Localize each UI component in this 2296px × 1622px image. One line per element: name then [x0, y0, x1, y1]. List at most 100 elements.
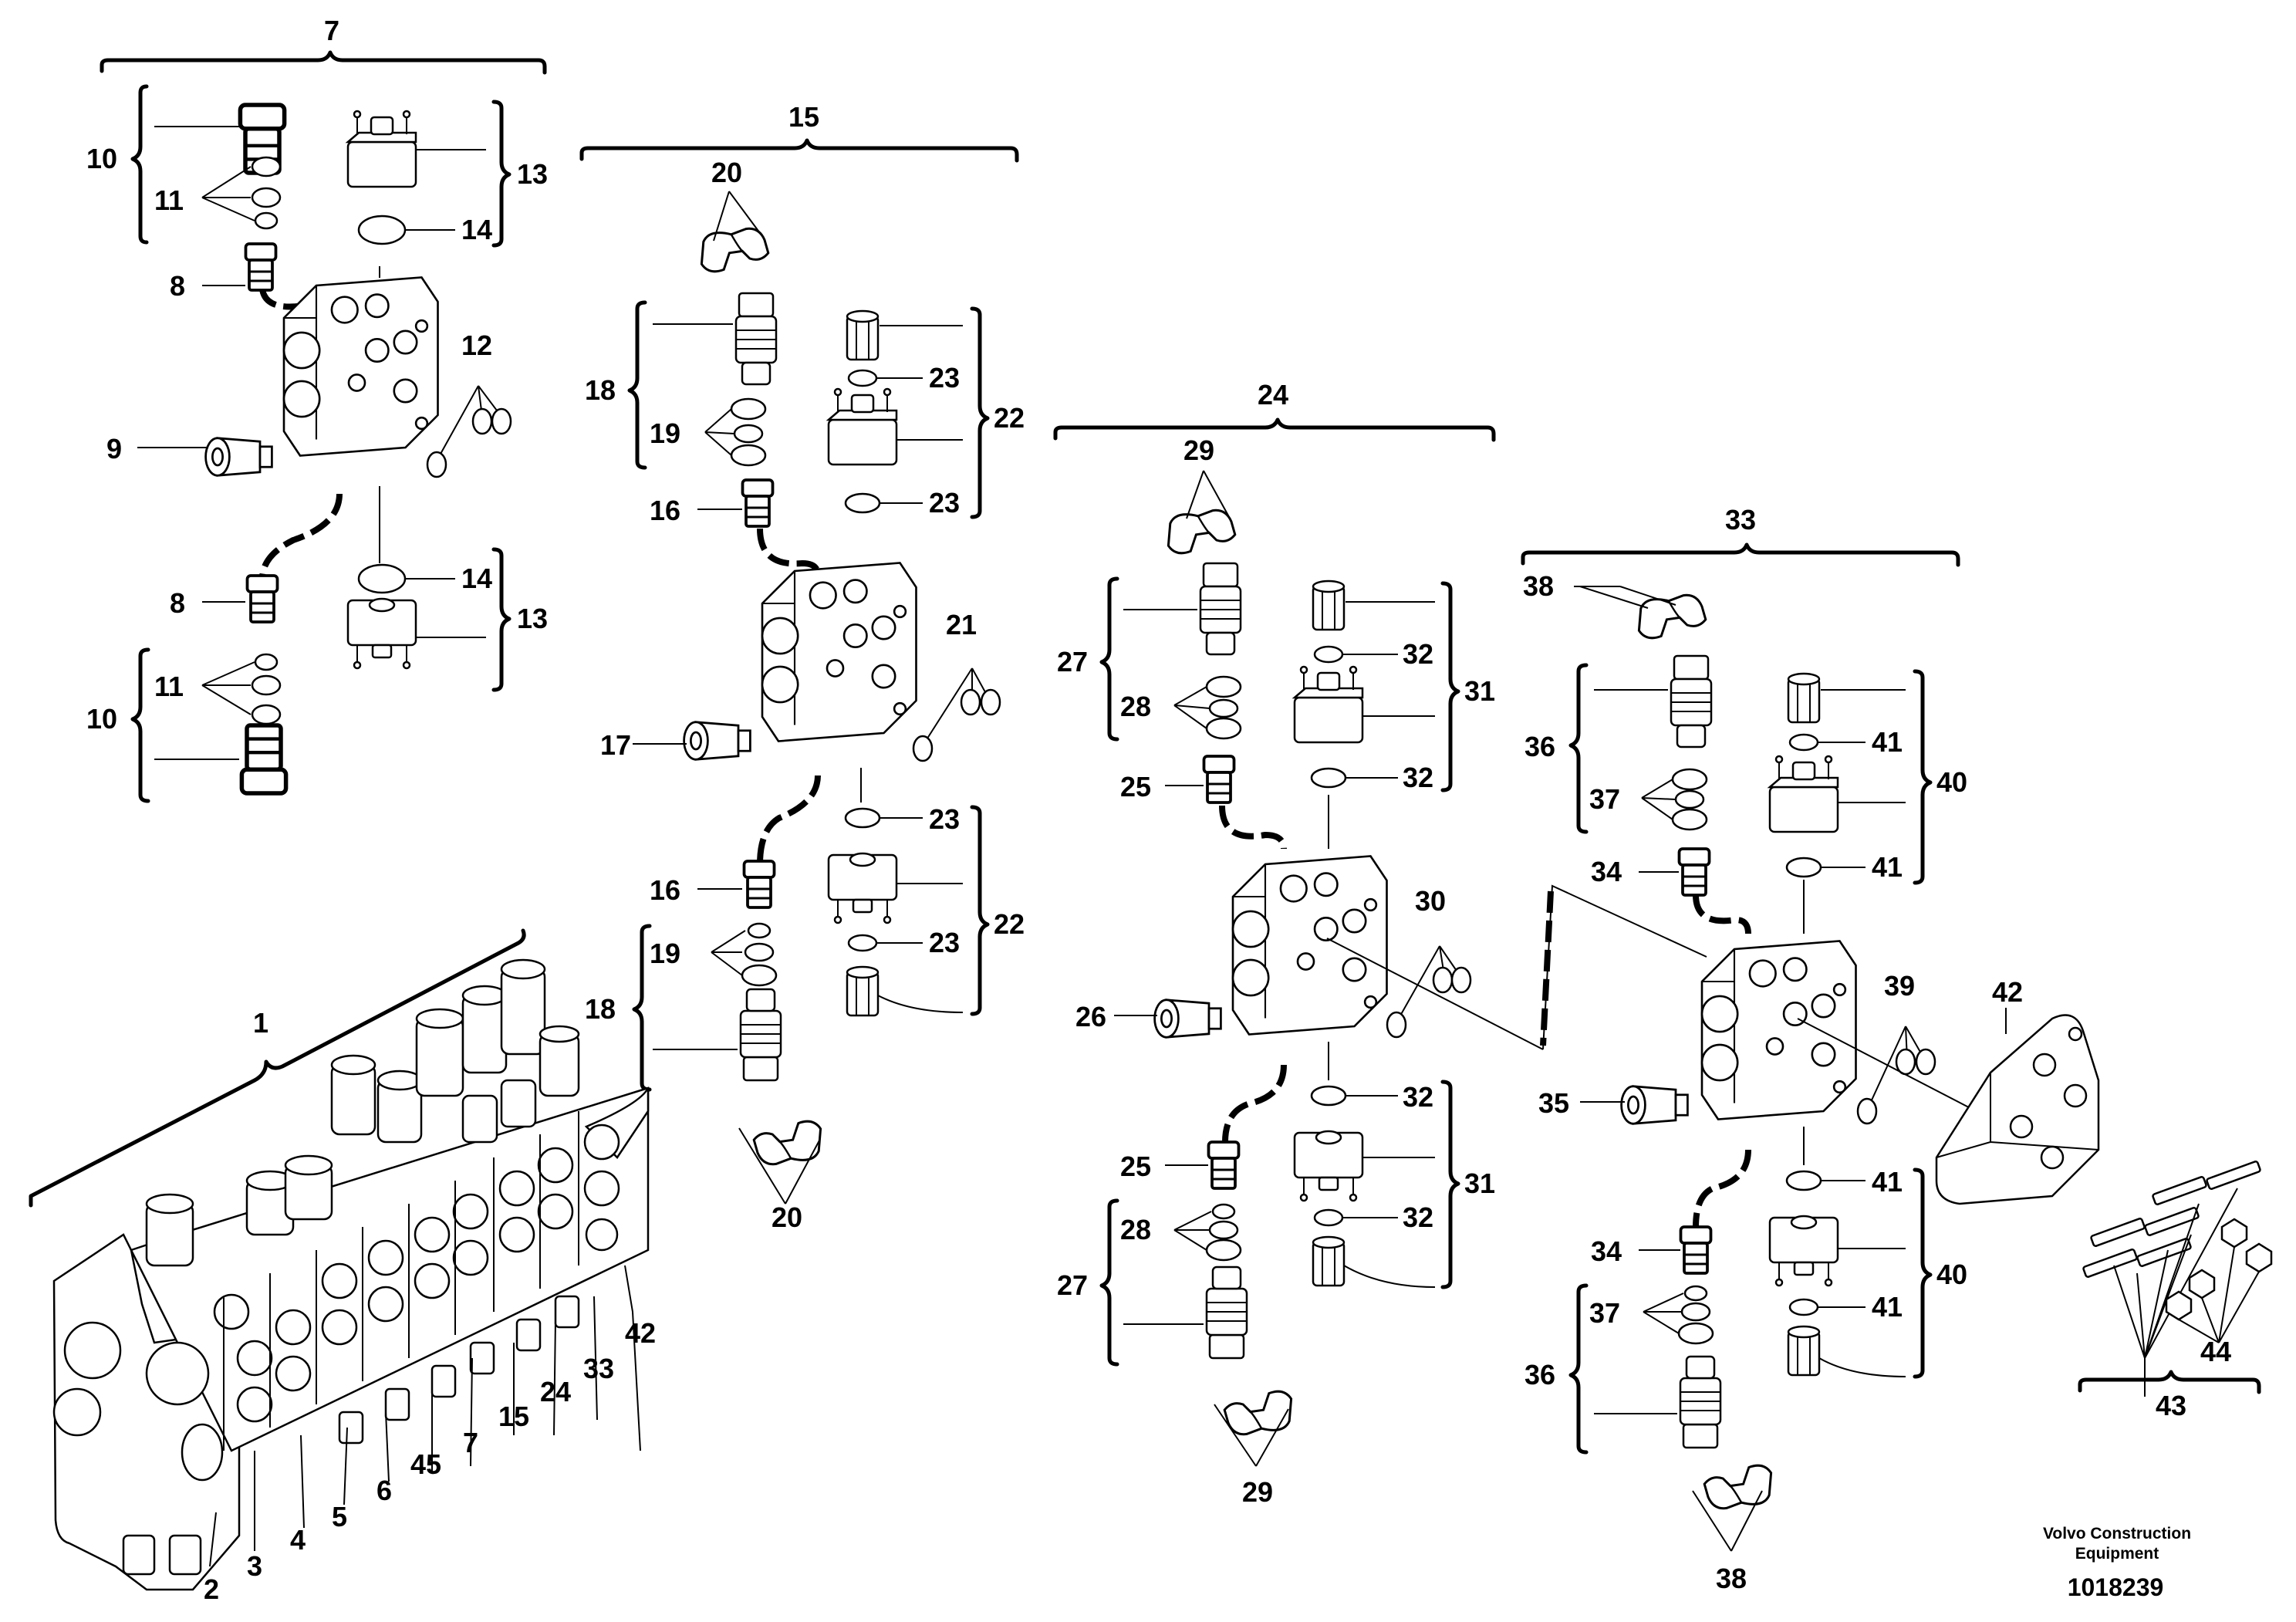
callout-32-b: 32	[1403, 762, 1433, 793]
brace-group-15	[579, 138, 1019, 163]
callout-25-top: 25	[1120, 771, 1151, 803]
brace-27-top	[1099, 576, 1119, 742]
callout-8-top: 8	[170, 270, 185, 302]
relief-valve-9	[204, 437, 273, 477]
callout-34-top: 34	[1591, 856, 1622, 887]
o-ring-12-b	[491, 407, 512, 435]
callout-16-top: 16	[650, 495, 680, 526]
brace-43	[2078, 1370, 2261, 1394]
nut-40-bottom	[1787, 1325, 1821, 1377]
cap-38-top	[1637, 593, 1707, 640]
callout-23-a: 23	[929, 362, 960, 394]
nut-40-top	[1787, 672, 1821, 724]
callout-16-bottom: 16	[650, 874, 680, 906]
callout-15: 15	[498, 1401, 529, 1432]
callout-2: 2	[204, 1573, 219, 1605]
callout-20-top: 20	[711, 157, 742, 188]
callout-42-top: 42	[1992, 976, 2023, 1008]
callout-37-top: 37	[1589, 783, 1620, 815]
callout-33: 33	[583, 1353, 614, 1384]
callout-7: 7	[463, 1427, 478, 1458]
callout-22-top: 22	[994, 402, 1025, 434]
o-ring-11-b	[251, 187, 282, 208]
callout-36-top: 36	[1524, 731, 1555, 762]
callout-13-bottom: 13	[517, 603, 548, 634]
solenoid-31-top	[1293, 665, 1364, 744]
callout-20-bottom: 20	[772, 1201, 802, 1233]
brace-18-top	[627, 300, 647, 470]
valve-section-24	[1231, 855, 1388, 1036]
solenoid-31-bottom	[1293, 1130, 1364, 1202]
callout-15-top: 15	[788, 101, 819, 133]
plug-part-25-bottom	[1207, 1140, 1241, 1190]
o-ring-14-bottom	[357, 563, 407, 594]
plug-part-34-top	[1677, 847, 1711, 897]
callout-41-c: 41	[1872, 1166, 1903, 1198]
callout-45: 45	[410, 1448, 441, 1480]
brace-group-33	[1521, 542, 1960, 567]
callout-11-bottom: 11	[154, 671, 184, 702]
brand-line-1: Volvo Construction	[2043, 1525, 2191, 1543]
brace-40-top	[1913, 669, 1933, 885]
fitting-27-bottom	[1205, 1265, 1248, 1360]
callout-31-top: 31	[1464, 675, 1495, 707]
callout-28-bottom: 28	[1120, 1214, 1151, 1245]
o-ring-12-a	[471, 407, 493, 435]
callout-19-top: 19	[650, 417, 680, 449]
fitting-18-top	[734, 292, 778, 386]
end-cover-42	[1935, 1014, 2100, 1205]
relief-valve-17	[683, 721, 751, 761]
o-ring-12-c	[426, 451, 447, 478]
callout-1: 1	[253, 1007, 268, 1039]
callout-40-bottom: 40	[1936, 1259, 1967, 1290]
callout-41-b: 41	[1872, 851, 1903, 883]
cap-38-bottom	[1703, 1464, 1773, 1510]
callout-27-bottom: 27	[1057, 1269, 1088, 1301]
callout-24: 24	[540, 1376, 571, 1407]
brace-group-1	[29, 928, 526, 1208]
nut-22-top	[846, 309, 880, 361]
callout-37-bottom: 37	[1589, 1297, 1620, 1329]
callout-42: 42	[625, 1317, 656, 1349]
cap-29-bottom	[1223, 1390, 1293, 1436]
callout-40-top: 40	[1936, 766, 1967, 798]
callout-11-top: 11	[154, 184, 184, 216]
brace-36-top	[1568, 663, 1589, 834]
brace-10-top	[130, 84, 149, 245]
callout-36-bottom: 36	[1524, 1359, 1555, 1391]
brace-36-bottom	[1568, 1283, 1589, 1455]
plug-part-8-bottom	[245, 574, 279, 623]
fitting-36-top	[1670, 654, 1713, 748]
callout-29-top: 29	[1183, 434, 1214, 466]
o-ring-11-c	[254, 211, 279, 230]
callout-33-top: 33	[1725, 504, 1756, 536]
nut-22-bottom	[846, 965, 880, 1017]
callout-18-bottom: 18	[585, 993, 616, 1025]
callout-10-top: 10	[86, 143, 117, 174]
callout-17: 17	[600, 729, 631, 761]
callout-23-b: 23	[929, 487, 960, 519]
valve-section-15	[761, 562, 917, 742]
callout-27-top: 27	[1057, 646, 1088, 678]
callout-23-d: 23	[929, 927, 960, 958]
plug-part-16-top	[741, 478, 775, 528]
callout-31-bottom: 31	[1464, 1168, 1495, 1199]
callout-32-c: 32	[1403, 1081, 1433, 1113]
valve-assembly-1	[52, 958, 650, 1591]
brace-22-bottom	[970, 805, 990, 1016]
callout-30: 30	[1415, 885, 1446, 917]
callout-6: 6	[376, 1475, 392, 1506]
solenoid-13-bottom	[346, 597, 417, 670]
brace-31-top	[1440, 581, 1460, 792]
callout-14-bottom: 14	[461, 563, 492, 594]
callout-9: 9	[106, 433, 122, 465]
solenoid-13-top	[346, 110, 417, 188]
callout-38-bottom: 38	[1716, 1563, 1747, 1594]
callout-10-bottom: 10	[86, 703, 117, 735]
brand-line-2: Equipment	[2075, 1545, 2159, 1563]
cap-20-top	[700, 227, 770, 273]
fitting-18-bottom	[739, 988, 782, 1082]
callout-13-top: 13	[517, 158, 548, 190]
callout-21: 21	[946, 609, 977, 640]
